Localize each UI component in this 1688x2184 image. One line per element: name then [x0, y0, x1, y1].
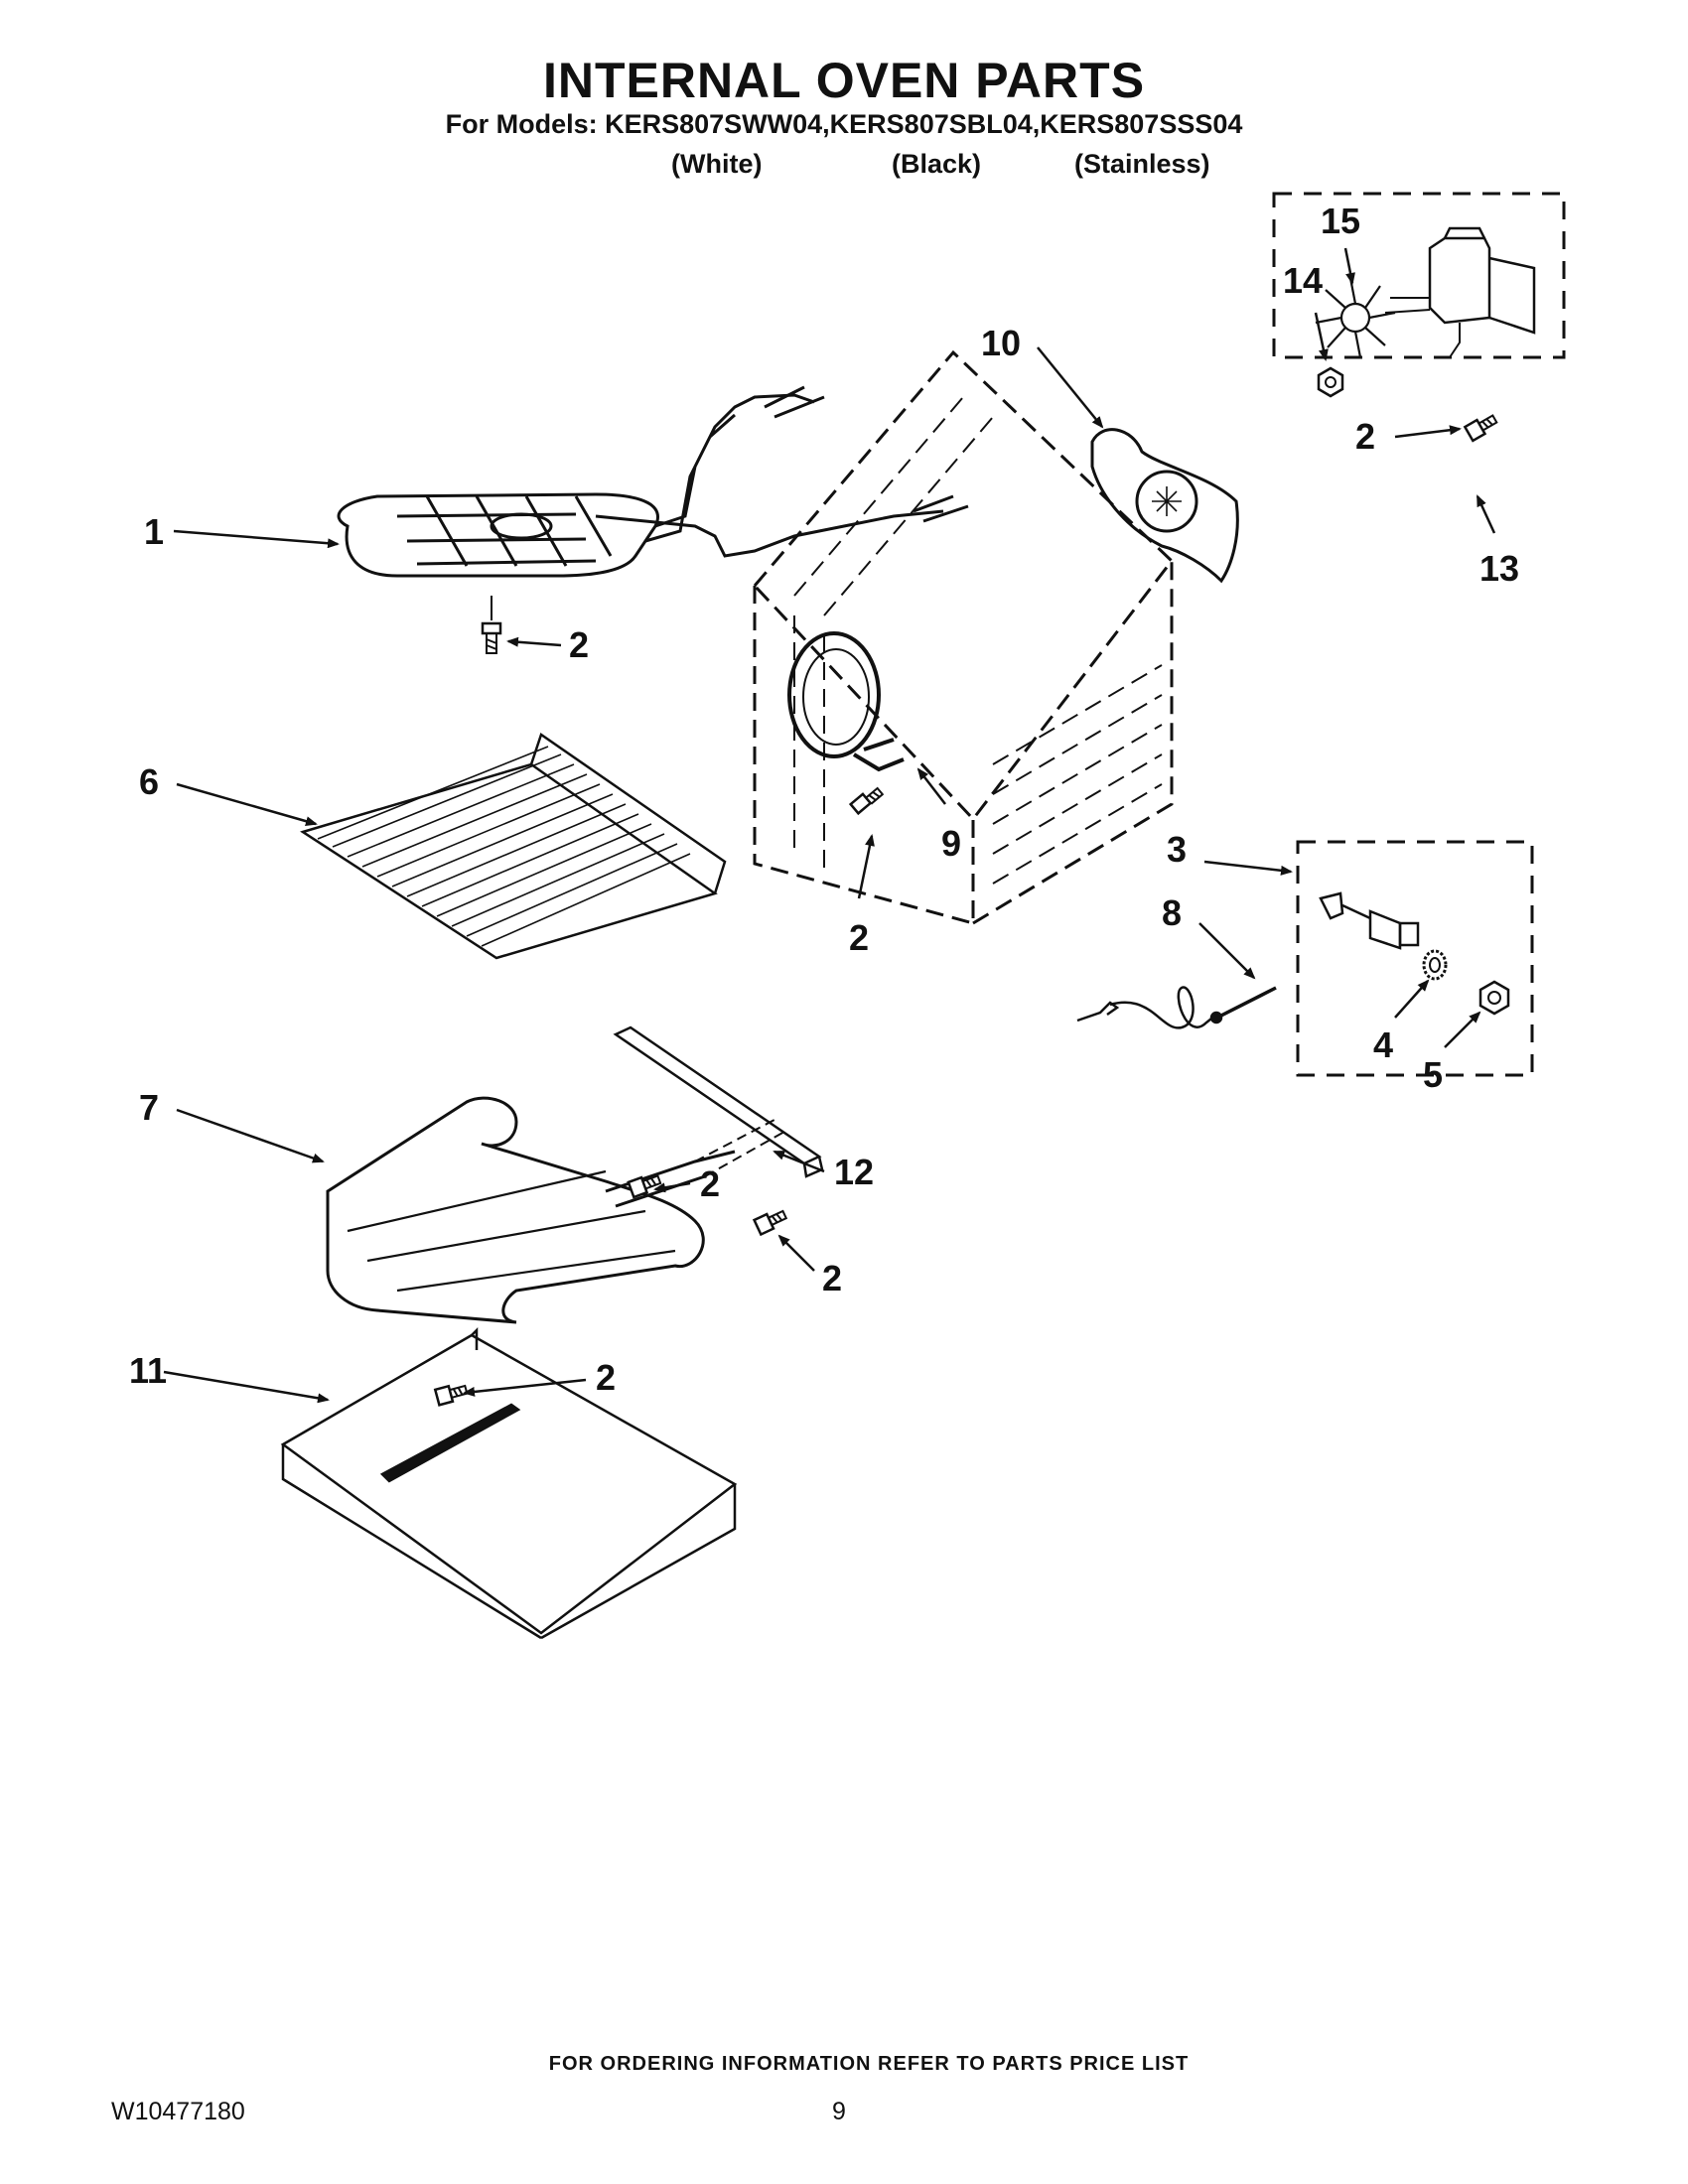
callout-1: 1 [144, 511, 164, 552]
element-cover-tray [280, 1326, 738, 1640]
screw-icon [848, 786, 885, 816]
nut-icon [1478, 980, 1510, 1016]
leader-arrows [163, 247, 1496, 1404]
screw-icon [627, 1174, 662, 1199]
callout-2-cavity: 2 [849, 917, 869, 958]
fan-motor-assembly-box [1272, 192, 1566, 359]
callout-3: 3 [1167, 829, 1187, 870]
page-title: INTERNAL OVEN PARTS [542, 53, 1146, 108]
bake-element [326, 1096, 785, 1324]
screw-icon [752, 1209, 788, 1237]
fan-cover-plate [1090, 428, 1239, 584]
oven-cavity [752, 349, 1175, 925]
page-number: 9 [832, 2098, 846, 2125]
convection-ring-element [787, 631, 905, 772]
washer-icon [1422, 949, 1448, 981]
callout-2-bracket: 2 [822, 1258, 842, 1298]
fan-blade [1315, 277, 1396, 358]
element-bracket [613, 1025, 824, 1178]
screw-icon [1463, 414, 1498, 443]
callout-11: 11 [129, 1350, 167, 1391]
callout-2-fan: 2 [1355, 416, 1375, 457]
callout-5: 5 [1423, 1054, 1443, 1095]
variant-black: (Black) [892, 149, 982, 179]
variant-stainless: (Stainless) [1074, 149, 1210, 179]
callout-6: 6 [139, 761, 159, 802]
screw-icon [481, 621, 502, 654]
upper-heating-element [337, 385, 969, 620]
oven-rack [300, 733, 727, 960]
sensor-assembly-box [1296, 840, 1534, 1077]
callout-labels: 1 2 6 2 9 10 13 2 14 15 3 8 4 5 7 12 2 2… [129, 201, 1519, 1398]
callout-2-upper-element: 2 [569, 624, 589, 665]
callout-13: 13 [1479, 548, 1519, 589]
callout-7: 7 [139, 1087, 159, 1128]
callout-8: 8 [1162, 892, 1182, 933]
meat-probe [1076, 986, 1277, 1029]
temperature-sensor [1319, 891, 1420, 950]
variant-white: (White) [671, 149, 763, 179]
document-number: W10477180 [111, 2098, 245, 2125]
fan-motor [1384, 226, 1536, 358]
callout-9: 9 [941, 823, 961, 864]
callout-2-tray: 2 [596, 1357, 616, 1398]
callout-4: 4 [1373, 1024, 1393, 1065]
callout-14: 14 [1283, 260, 1323, 301]
screw-icon [433, 1384, 469, 1407]
callout-2-bake-element: 2 [700, 1163, 720, 1204]
nut-icon [1317, 366, 1344, 398]
callout-12: 12 [834, 1152, 874, 1192]
callout-10: 10 [981, 323, 1021, 363]
model-list: For Models: KERS807SWW04,KERS807SBL04,KE… [445, 109, 1243, 139]
callout-15: 15 [1321, 201, 1360, 241]
ordering-note: FOR ORDERING INFORMATION REFER TO PARTS … [548, 2053, 1190, 2075]
